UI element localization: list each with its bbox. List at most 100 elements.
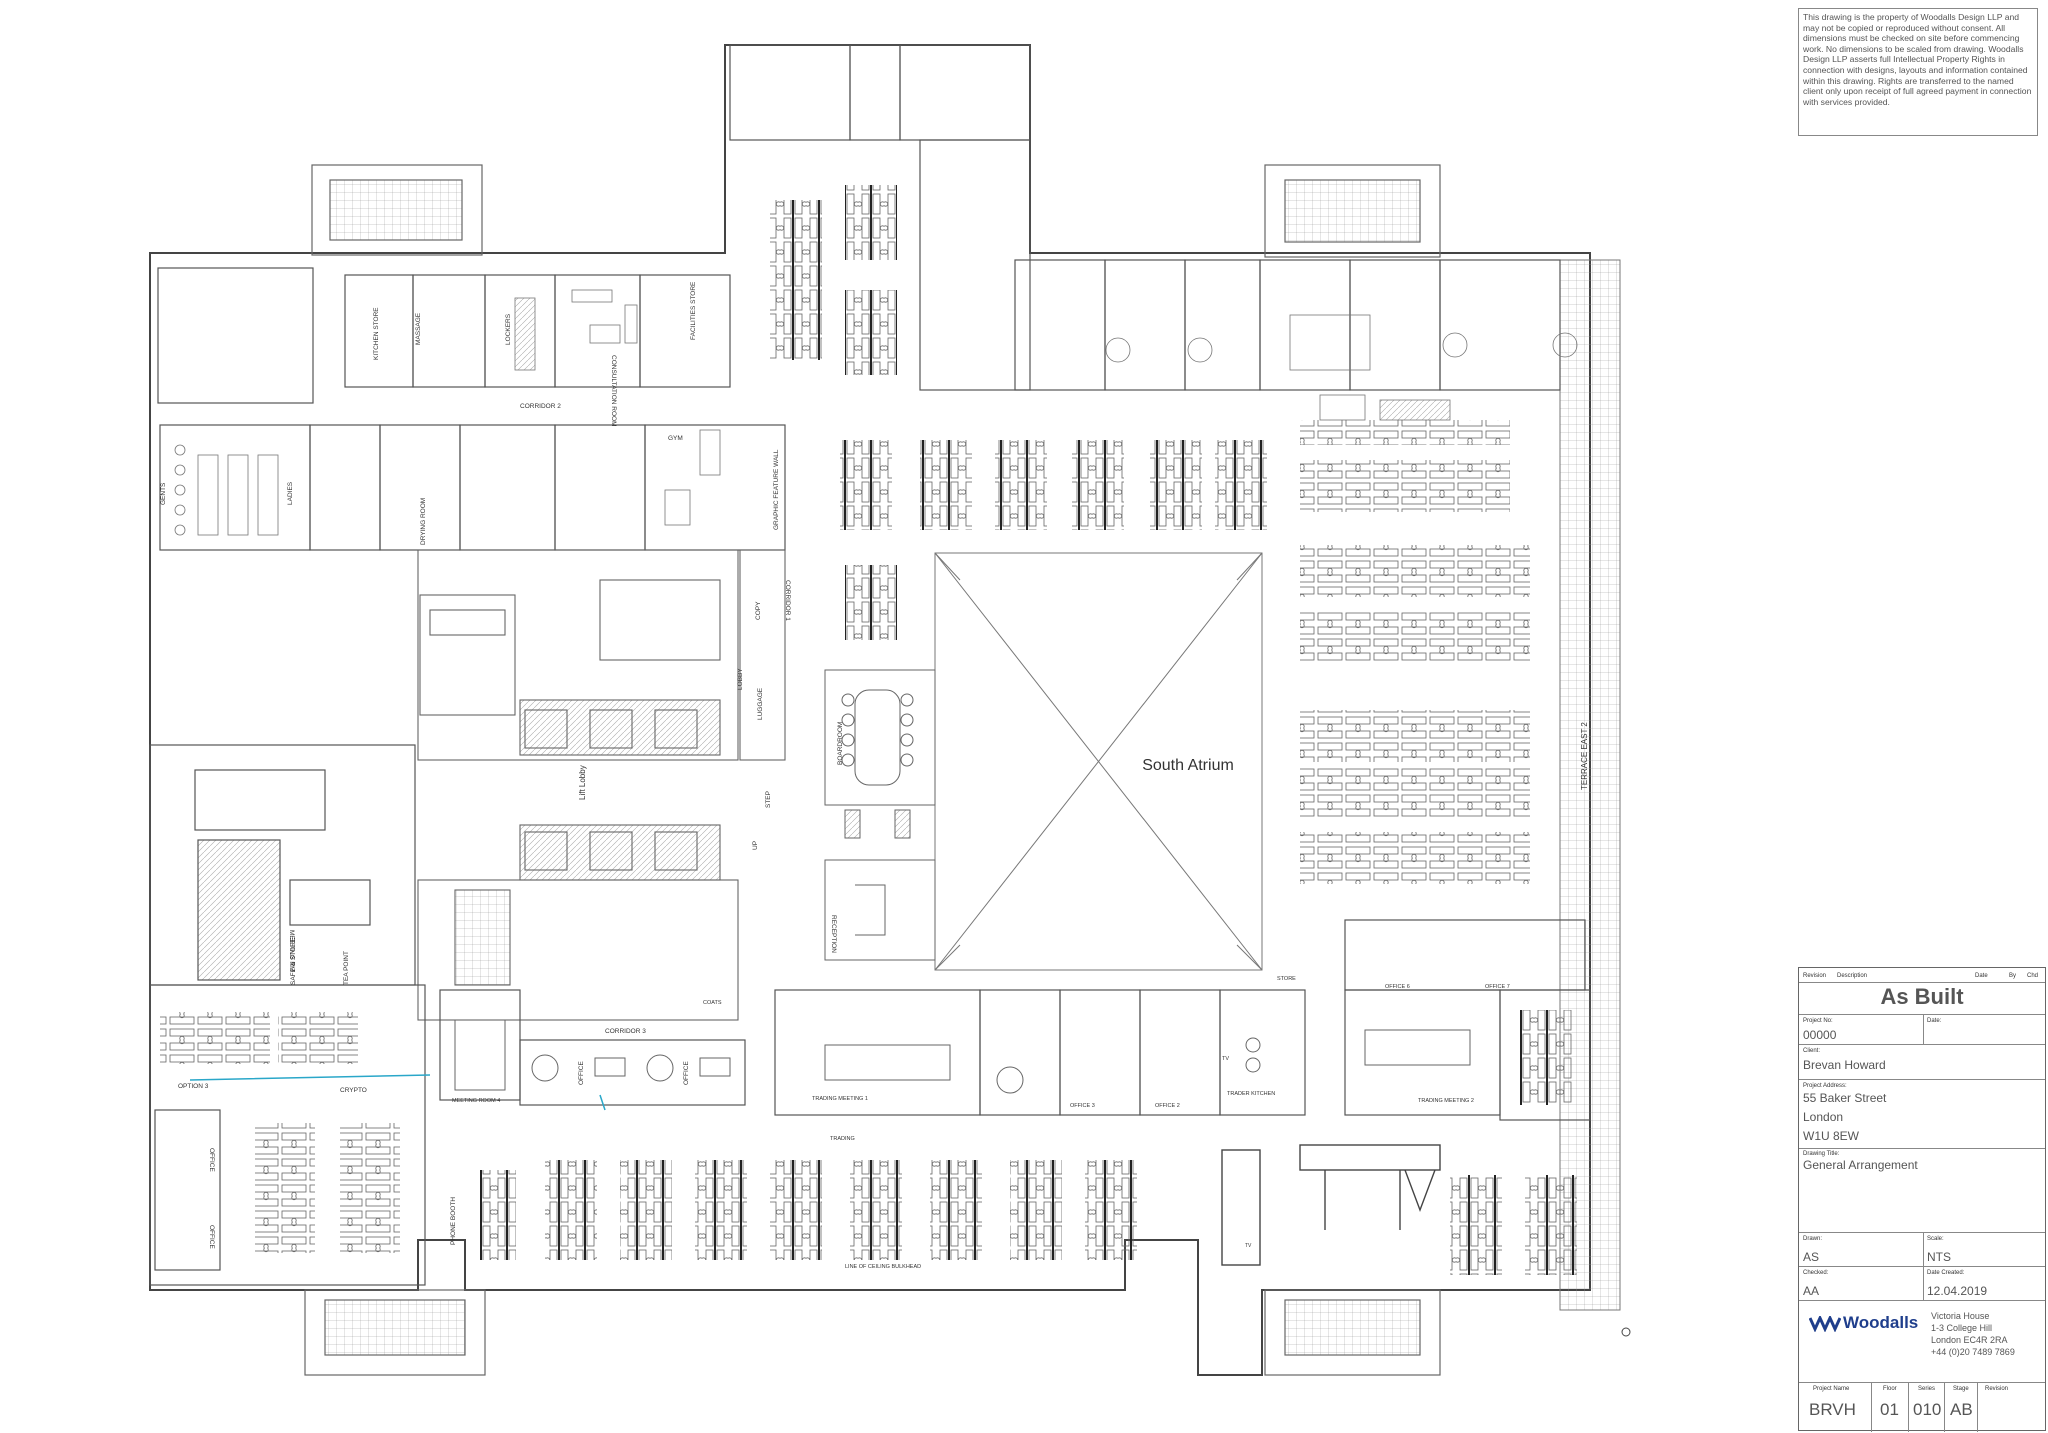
- safe-store-label: SAFE & STORE: [290, 937, 297, 985]
- atrium-label: South Atrium: [1142, 757, 1234, 774]
- address-line1: 55 Baker Street: [1803, 1091, 1887, 1105]
- tv-label: TV: [1222, 1056, 1229, 1062]
- company-address2: 1-3 College Hill: [1931, 1323, 1993, 1333]
- company-address: Victoria House 1-3 College Hill London E…: [1931, 1310, 2015, 1358]
- west-wing: [149, 744, 426, 1286]
- company-name: Woodalls: [1843, 1313, 1919, 1332]
- gym-label: GYM: [668, 435, 683, 442]
- consultation-label: CONSULTATION ROOM: [610, 355, 617, 427]
- office6-label: OFFICE 6: [1385, 984, 1410, 990]
- col-revision: Revision: [1803, 973, 1827, 979]
- facilities-store-label: FACILITIES STORE: [690, 281, 697, 340]
- address-line3: W1U 8EW: [1803, 1129, 1860, 1143]
- luggage-label: LUGGAGE: [757, 687, 764, 720]
- north-east-offices: [729, 44, 1561, 391]
- south-meeting-rooms: [439, 919, 1591, 1121]
- trading-meeting1-label: TRADING MEETING 1: [812, 1096, 868, 1102]
- col-chd: Chd: [2027, 973, 2039, 979]
- checked: AA: [1803, 1284, 1820, 1298]
- date-label: Date:: [1927, 1018, 1942, 1024]
- south-atrium: [934, 552, 1263, 971]
- woodalls-logo-icon: [1809, 1316, 1841, 1332]
- drawing-title-label: Drawing Title:: [1803, 1151, 1840, 1157]
- trading-label: TRADING: [830, 1136, 855, 1142]
- date-created-label: Date Created:: [1927, 1270, 1965, 1276]
- drawn-label: Drawn:: [1803, 1236, 1823, 1242]
- lift-lobby-label: Lift Lobby: [578, 765, 587, 800]
- bulkhead-label: LINE OF CEILING BULKHEAD: [845, 1264, 921, 1270]
- corridor2-label: CORRIDOR 2: [520, 403, 561, 410]
- office3-label: OFFICE 3: [1070, 1103, 1095, 1109]
- cores: [417, 549, 786, 1021]
- client: Brevan Howard: [1803, 1058, 1886, 1072]
- stage-label: Stage: [1953, 1386, 1969, 1392]
- terrace-label: TERRACE EAST 2: [1580, 722, 1589, 790]
- address-label: Project Address:: [1803, 1083, 1847, 1089]
- corridor1-label: CORRIDOR 1: [784, 580, 791, 621]
- project-name-label: Project Name: [1813, 1386, 1850, 1392]
- scale-label: Scale:: [1927, 1236, 1944, 1242]
- store-label: STORE: [1277, 976, 1296, 982]
- trader-kitchen-label: TRADER KITCHEN: [1227, 1091, 1275, 1097]
- office7-label: OFFICE 7: [1485, 984, 1510, 990]
- floor-label: Floor: [1883, 1386, 1897, 1392]
- reception-label: RECEPTION: [830, 915, 837, 953]
- terrace: [1559, 259, 1621, 1311]
- tv-label-2: TV: [1245, 1243, 1252, 1249]
- office-label-4: OFFICE: [683, 1061, 690, 1085]
- gents-label: GENTS: [160, 482, 167, 505]
- step-label: STEP: [765, 791, 772, 808]
- massage-label: MASSAGE: [415, 312, 422, 345]
- phone-booth-label: PHONE BOOTH: [450, 1197, 457, 1245]
- crypto-label: CRYPTO: [340, 1087, 367, 1094]
- coats-label: COATS: [703, 1000, 722, 1006]
- company-address1: Victoria House: [1931, 1311, 1990, 1321]
- company-phone: +44 (0)20 7489 7869: [1931, 1347, 2015, 1357]
- company-address3: London EC4R 2RA: [1931, 1335, 2008, 1345]
- project-name: BRVH: [1809, 1400, 1856, 1419]
- copy-label: COPY: [755, 601, 762, 620]
- workstations-east: [1300, 420, 1530, 884]
- col-description: Description: [1837, 973, 1868, 979]
- address-line2: London: [1803, 1110, 1844, 1124]
- lockers-label: LOCKERS: [505, 313, 512, 345]
- col-date: Date: [1975, 973, 1988, 979]
- office-label-3: OFFICE: [578, 1061, 585, 1085]
- workstations-north: [770, 185, 1267, 640]
- meeting-room4-label: MEETING ROOM 4: [452, 1098, 500, 1104]
- option3-label: OPTION 3: [178, 1083, 209, 1090]
- stair-towers: [304, 164, 1441, 1376]
- drying-room-label: DRYING ROOM: [420, 498, 427, 545]
- series: 010: [1913, 1400, 1942, 1419]
- workstations-south: [480, 1010, 1577, 1275]
- office2-label: OFFICE 2: [1155, 1103, 1180, 1109]
- floor: 01: [1880, 1400, 1899, 1419]
- project-no-label: Project No:: [1803, 1018, 1833, 1024]
- checked-label: Checked:: [1803, 1270, 1829, 1276]
- lobby-label: LOBBY: [737, 668, 744, 690]
- tea-point-label: TEA POINT: [343, 951, 350, 985]
- copyright-notes: This drawing is the property of Woodalls…: [1798, 8, 2038, 136]
- client-label: Client:: [1803, 1048, 1821, 1054]
- title-block: Revision Description Date By Chd As Buil…: [1798, 967, 2046, 1432]
- office-label-1: OFFICE: [208, 1148, 215, 1172]
- col-by: By: [2009, 973, 2017, 979]
- office-label-2: OFFICE: [208, 1225, 215, 1249]
- ladies-label: LADIES: [287, 481, 294, 505]
- boardroom-label: BOARDROOM: [837, 722, 844, 765]
- north-rooms: [157, 267, 786, 551]
- project-no: 00000: [1803, 1028, 1837, 1042]
- corridor3-label: CORRIDOR 3: [605, 1028, 646, 1035]
- trading-meeting2-label: TRADING MEETING 2: [1418, 1098, 1474, 1104]
- status-title: As Built: [1880, 984, 1964, 1009]
- kitchen-store-label: KITCHEN STORE: [373, 307, 380, 360]
- date-created: 12.04.2019: [1927, 1284, 1988, 1298]
- graphic-wall-label: GRAPHIC FEATURE WALL: [773, 449, 780, 530]
- series-label: Series: [1918, 1386, 1936, 1392]
- up-label: UP: [752, 841, 759, 850]
- scale: NTS: [1927, 1250, 1951, 1264]
- drawing-title: General Arrangement: [1803, 1158, 1918, 1172]
- boardroom: [824, 669, 936, 961]
- drawn: AS: [1803, 1250, 1820, 1264]
